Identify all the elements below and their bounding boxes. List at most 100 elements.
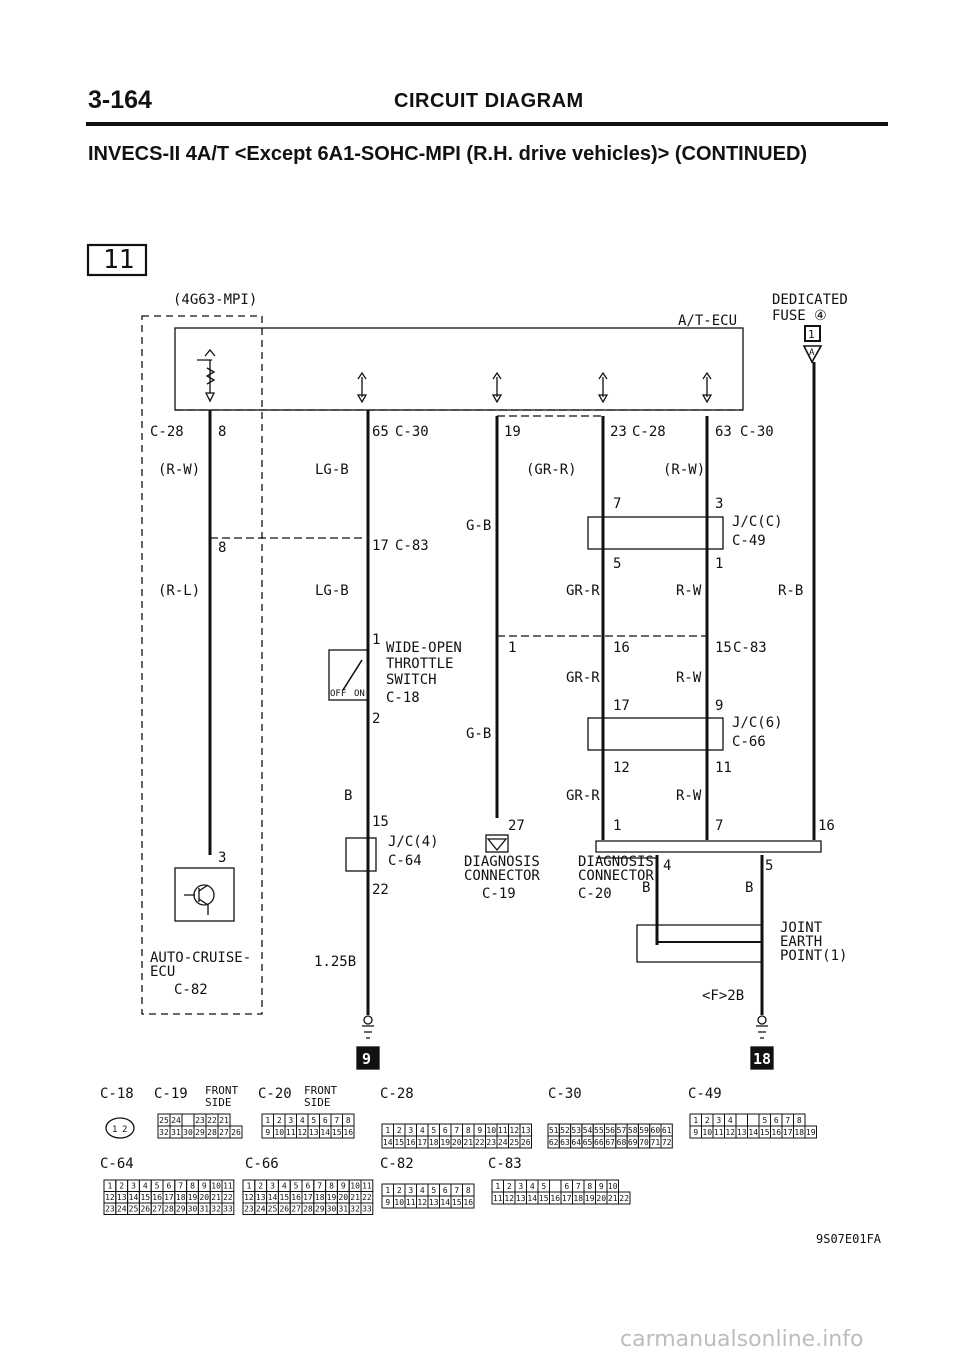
front-side-label: SIDE xyxy=(205,1096,232,1109)
pin-number: 24 xyxy=(171,1116,181,1125)
ecu-terminal-symbols xyxy=(356,371,713,404)
wire-color-label: 1.25B xyxy=(314,954,356,970)
connector-label: C-83 xyxy=(488,1156,522,1172)
pin-number: 16 xyxy=(463,1198,473,1207)
joint-label-1: JOINT xyxy=(780,920,823,936)
connector-label: C-30 xyxy=(548,1086,582,1102)
pin-cell xyxy=(221,1202,235,1215)
terminal-arrow-icon xyxy=(204,348,216,357)
pin-number: 5 xyxy=(541,1182,546,1191)
pin-number: 21 xyxy=(350,1193,360,1202)
jc-c-name: J/C(C) xyxy=(732,514,783,530)
pin-number: 8 xyxy=(797,1116,802,1125)
jc-c-box xyxy=(587,516,724,550)
pin-number: 60 xyxy=(651,1126,661,1135)
front-side-label: FRONT xyxy=(205,1084,238,1097)
pin-number: 10 xyxy=(486,1126,496,1135)
pin-number: 3 xyxy=(270,1182,275,1191)
pin-number: 4 xyxy=(420,1126,425,1135)
connector-label: C-28 xyxy=(632,424,666,440)
diag-c20-code: C-20 xyxy=(578,886,612,902)
wire-color-label: R-B xyxy=(778,583,803,599)
pin-number: 19 xyxy=(188,1193,198,1202)
pin-number: 22 xyxy=(223,1193,233,1202)
pin-number: 17 xyxy=(164,1193,174,1202)
pin-number: 32 xyxy=(350,1205,360,1214)
pin-number: 56 xyxy=(605,1126,615,1135)
pin-number: 20 xyxy=(338,1193,348,1202)
front-side-label: SIDE xyxy=(304,1096,331,1109)
wire-color-label: GR-R xyxy=(566,788,600,804)
wire-color-label: LG-B xyxy=(315,583,349,599)
pin-number: 11 xyxy=(493,1194,503,1203)
wot-off-label: OFF xyxy=(330,689,346,699)
pin-number: 12 xyxy=(613,760,630,776)
pin-number: 1 xyxy=(372,632,380,648)
pin-number: 7 xyxy=(454,1126,459,1135)
pin-number: 32 xyxy=(211,1205,221,1214)
diag-c19-label-1: DIAGNOSIS xyxy=(464,854,540,870)
wire-color-label: (R-L) xyxy=(158,583,200,599)
pin-number: 28 xyxy=(303,1205,313,1214)
pin-number: 11 xyxy=(715,760,732,776)
pin-number: 13 xyxy=(516,1194,526,1203)
pin-number: 55 xyxy=(594,1126,604,1135)
pin-number: 20 xyxy=(452,1138,462,1147)
fuse-box-icon xyxy=(804,325,821,342)
pin-number: 72 xyxy=(662,1138,672,1147)
pin-number: 4 xyxy=(300,1116,305,1125)
pin-number: 7 xyxy=(576,1182,581,1191)
pin-number: 1 xyxy=(693,1116,698,1125)
pin-cell xyxy=(181,1113,195,1127)
pin-number: 16 xyxy=(550,1194,560,1203)
pin-number: 14 xyxy=(440,1198,450,1207)
pin-number: 1 xyxy=(613,818,621,834)
pin-number: 14 xyxy=(383,1138,393,1147)
pin-number: 12 xyxy=(244,1193,254,1202)
jc-4-name: J/C(4) xyxy=(388,834,439,850)
switch-icon xyxy=(342,659,363,691)
wot-label-1: WIDE-OPEN xyxy=(386,640,462,656)
pin-number: 4 xyxy=(728,1116,733,1125)
pin-number: 14 xyxy=(129,1193,139,1202)
pin-number: 23 xyxy=(105,1205,115,1214)
pin-number: 4 xyxy=(530,1182,535,1191)
diag-c19-label-2: CONNECTOR xyxy=(464,868,540,884)
pin-number: 15 xyxy=(715,640,732,656)
pin-number: 3 xyxy=(518,1182,523,1191)
pin-number: 15 xyxy=(539,1194,549,1203)
pin-number: 17 xyxy=(613,698,630,714)
pin-number: 59 xyxy=(639,1126,649,1135)
wot-label-2: THROTTLE xyxy=(386,656,453,672)
pin-number: 13 xyxy=(117,1193,127,1202)
pin-number: 14 xyxy=(268,1193,278,1202)
pin-number: 12 xyxy=(105,1193,115,1202)
pin-number: 29 xyxy=(176,1205,186,1214)
pin-number: 26 xyxy=(140,1205,150,1214)
pin-number: 1 xyxy=(265,1116,270,1125)
pin-number: 5 xyxy=(613,556,621,572)
fuse-triangle-icon xyxy=(802,345,823,364)
wire-color-label: G-B xyxy=(466,726,491,742)
pin-number: 22 xyxy=(207,1116,217,1125)
resistor-icon xyxy=(197,359,216,393)
pin-number: 1 xyxy=(385,1126,390,1135)
pin-cell xyxy=(618,1191,631,1205)
jc-6-code: C-66 xyxy=(732,734,766,750)
pin-number: 20 xyxy=(199,1193,209,1202)
pin-number: 54 xyxy=(583,1126,593,1135)
pin-number: 15 xyxy=(372,814,389,830)
pin-number: 17 xyxy=(417,1138,427,1147)
jc-4-box xyxy=(345,837,377,872)
front-side-label: FRONT xyxy=(304,1084,337,1097)
joint-label-3: POINT(1) xyxy=(780,948,847,964)
pin-number: 7 xyxy=(178,1182,183,1191)
pin-number: 11 xyxy=(714,1128,724,1137)
pin-number: 61 xyxy=(662,1126,672,1135)
pin-number: 17 xyxy=(783,1128,793,1137)
pin-number: 17 xyxy=(562,1194,572,1203)
